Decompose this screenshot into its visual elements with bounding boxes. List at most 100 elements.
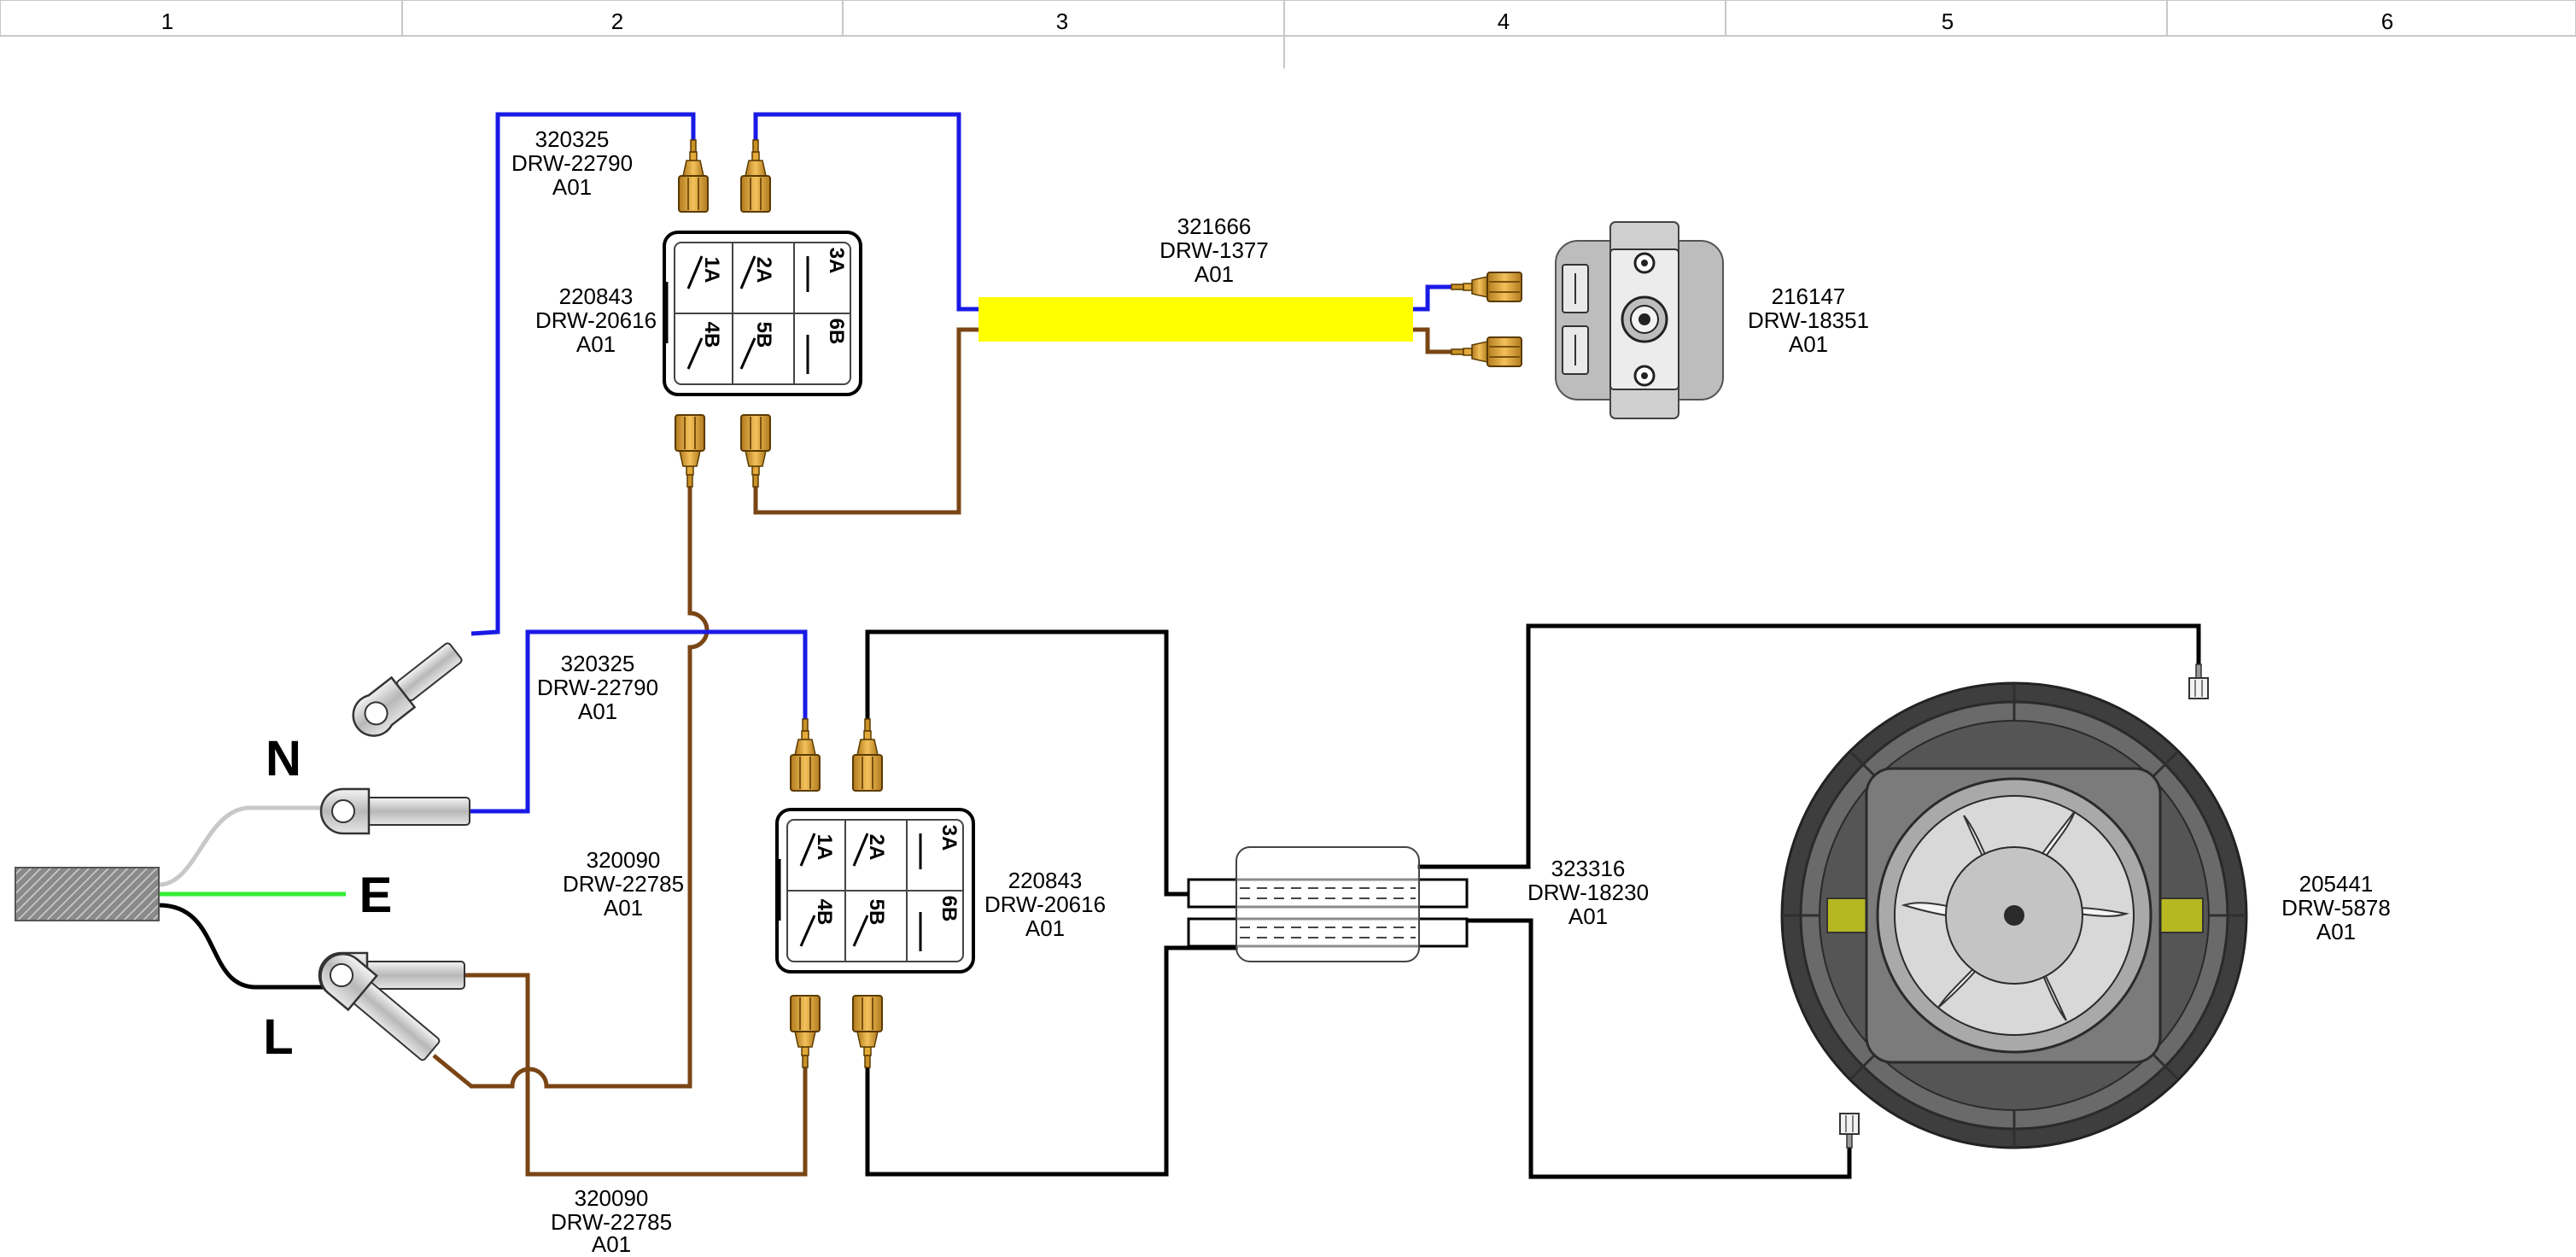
switch	[1555, 221, 1724, 419]
svg-text:220843: 220843	[559, 284, 634, 309]
label-motor: 205441 DRW-5878 A01	[2281, 871, 2391, 944]
relay-top-terminal-6b: 6B	[825, 319, 848, 345]
relay-bottom-connector-3	[790, 995, 821, 1068]
svg-text:DRW-22790: DRW-22790	[537, 675, 658, 700]
svg-text:DRW-5878: DRW-5878	[2281, 895, 2391, 921]
relay-bottom-terminal-1a: 1A	[813, 834, 836, 861]
motor-terminal-bottom	[1839, 1113, 1860, 1149]
svg-text:6B: 6B	[938, 896, 961, 922]
cable-sheath	[15, 867, 160, 921]
svg-text:320325: 320325	[535, 126, 610, 152]
relay-top-connector-1	[678, 139, 709, 213]
label-wire-blue-bottom: 320325 DRW-22790 A01	[537, 651, 658, 724]
relay-top-connector-4	[740, 414, 771, 488]
svg-text:205441: 205441	[2299, 871, 2374, 897]
wire-blue-top-left	[470, 112, 696, 636]
svg-text:DRW-18230: DRW-18230	[1527, 880, 1649, 905]
svg-text:A01: A01	[604, 895, 643, 921]
svg-text:A01: A01	[576, 331, 616, 357]
relay-bottom-connector-2	[852, 718, 883, 792]
relay-bottom-terminal-4b: 4B	[813, 899, 836, 926]
mains-cable	[15, 805, 346, 990]
svg-text:A01: A01	[1789, 331, 1828, 357]
relay-top-connector-2	[740, 139, 771, 213]
wire-brown-bottom	[464, 973, 808, 1177]
svg-text:DRW-22790: DRW-22790	[511, 150, 633, 176]
svg-text:3A: 3A	[938, 825, 961, 851]
relay-top-connector-3	[675, 414, 705, 488]
relay-bottom-terminal-2a: 2A	[865, 834, 888, 861]
relay-bottom-terminal-3a: 3A	[938, 825, 961, 851]
column-4: 4	[1498, 9, 1510, 34]
relay-bottom-connector-1	[790, 718, 821, 792]
svg-text:5B: 5B	[865, 899, 888, 926]
motor	[1780, 681, 2248, 1149]
svg-text:A01: A01	[1568, 903, 1608, 929]
label-wire-brown-mid: 320090 DRW-22785 A01	[563, 847, 684, 921]
relay-bottom-terminal-6b: 6B	[938, 896, 961, 922]
label-harness-yellow: 321666 DRW-1377 A01	[1159, 213, 1269, 287]
svg-text:DRW-20616: DRW-20616	[535, 307, 657, 333]
switch-connector-1	[1451, 272, 1522, 302]
column-3: 3	[1056, 9, 1068, 34]
svg-text:323316: 323316	[1551, 856, 1626, 881]
svg-text:320090: 320090	[587, 847, 661, 873]
wire-black-motor-top	[1417, 623, 2201, 869]
relay-bottom-terminal-5b: 5B	[865, 899, 888, 926]
column-1: 1	[161, 9, 173, 34]
label-filter: 323316 DRW-18230 A01	[1527, 856, 1649, 929]
svg-text:4B: 4B	[813, 899, 836, 926]
label-switch: 216147 DRW-18351 A01	[1748, 284, 1869, 357]
label-wire-blue-top: 320325 DRW-22790 A01	[511, 126, 633, 200]
relay-bottom: 1A 2A 3A 4B 5B 6B	[775, 808, 975, 973]
wire-blue-bottom	[468, 629, 808, 814]
relay-top-terminal-4b: 4B	[700, 322, 723, 348]
svg-text:2A: 2A	[865, 834, 888, 861]
ring-terminal-line-angled	[319, 953, 441, 1061]
wire-black-motor-bottom	[1417, 918, 1852, 1179]
wire-switch-brown	[1413, 327, 1452, 354]
ring-terminal-neutral	[319, 787, 470, 835]
label-wire-brown-bottom: 320090 DRW-22785 A01	[551, 1185, 672, 1257]
svg-text:A01: A01	[1195, 261, 1234, 287]
relay-top-terminal-5b: 5B	[752, 322, 775, 348]
label-relay-bottom: 220843 DRW-20616 A01	[984, 868, 1106, 941]
svg-text:DRW-22785: DRW-22785	[551, 1209, 672, 1235]
svg-text:DRW-20616: DRW-20616	[984, 892, 1106, 917]
svg-text:A01: A01	[1025, 915, 1065, 941]
svg-text:6B: 6B	[825, 319, 848, 345]
relay-top-terminal-1a: 1A	[700, 257, 723, 284]
column-header: 1 2 3 4 5 6	[0, 0, 2576, 68]
wire-brown-mid	[432, 487, 710, 1089]
wire-black-relay-bottom	[865, 945, 1238, 1177]
relay-top-terminal-3a: 3A	[825, 248, 848, 274]
svg-text:2A: 2A	[752, 257, 775, 284]
svg-text:321666: 321666	[1177, 213, 1252, 239]
motor-terminal-top	[2188, 664, 2209, 699]
svg-text:DRW-18351: DRW-18351	[1748, 307, 1869, 333]
label-line: L	[263, 1009, 293, 1065]
column-6: 6	[2381, 9, 2393, 34]
wire-switch-blue	[1413, 284, 1452, 312]
svg-text:A01: A01	[592, 1231, 631, 1257]
svg-text:1A: 1A	[700, 257, 723, 284]
relay-top-terminal-2a: 2A	[752, 257, 775, 284]
column-2: 2	[611, 9, 623, 34]
wire-blue-top-right	[753, 112, 978, 312]
wire-black-line	[158, 903, 329, 990]
ring-terminal-top	[352, 642, 463, 737]
wire-brown-top	[753, 327, 978, 515]
svg-text:4B: 4B	[700, 322, 723, 348]
svg-text:A01: A01	[578, 699, 617, 724]
switch-connector-2	[1451, 336, 1522, 367]
svg-text:DRW-1377: DRW-1377	[1159, 237, 1269, 263]
relay-top: 1A 2A 3A 4B 5B 6B	[663, 231, 862, 396]
label-relay-top: 220843 DRW-20616 A01	[535, 284, 657, 357]
svg-text:DRW-22785: DRW-22785	[563, 871, 684, 897]
svg-text:320090: 320090	[575, 1185, 649, 1211]
svg-text:A01: A01	[2316, 919, 2356, 944]
svg-text:220843: 220843	[1008, 868, 1083, 893]
harness-yellow	[978, 297, 1413, 342]
filter	[1187, 846, 1469, 962]
